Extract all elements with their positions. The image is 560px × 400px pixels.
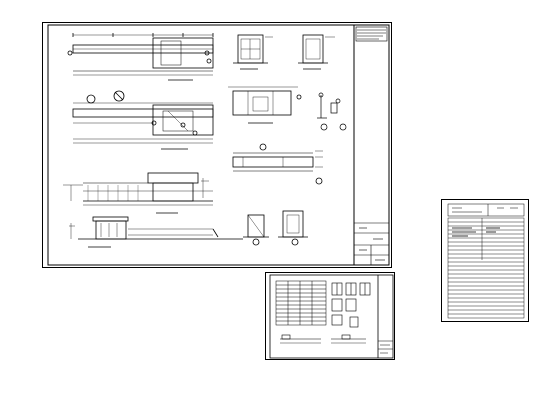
wall-section-detail bbox=[232, 143, 323, 185]
guard-room-elevation-b bbox=[298, 34, 335, 64]
guard-room-elevation-a bbox=[233, 34, 273, 64]
index-rows bbox=[447, 217, 525, 319]
inner-frame bbox=[47, 24, 390, 266]
index-sheet bbox=[441, 199, 529, 322]
main-drawing-sheet bbox=[42, 22, 392, 268]
door-detail-b bbox=[278, 210, 308, 246]
detail-callouts bbox=[317, 92, 347, 131]
window-type-details bbox=[331, 282, 371, 328]
index-header bbox=[447, 203, 525, 217]
guard-room-plan bbox=[228, 86, 302, 116]
detail-inner-frame bbox=[269, 274, 394, 359]
gatehouse-elevation-low bbox=[69, 216, 243, 240]
door-detail-a bbox=[243, 214, 269, 246]
detail-title-block bbox=[378, 340, 393, 354]
main-drawing-linework bbox=[47, 24, 390, 266]
detail-sheet bbox=[265, 272, 395, 360]
detail-sheet-linework bbox=[269, 274, 394, 359]
gate-elevation-long bbox=[63, 172, 213, 206]
gate-plan-top bbox=[67, 33, 214, 76]
section-strip-details bbox=[280, 334, 366, 344]
gate-plan-middle bbox=[72, 90, 214, 144]
specification-table bbox=[275, 280, 327, 326]
title-block bbox=[354, 26, 389, 265]
index-table-linework bbox=[447, 203, 525, 319]
